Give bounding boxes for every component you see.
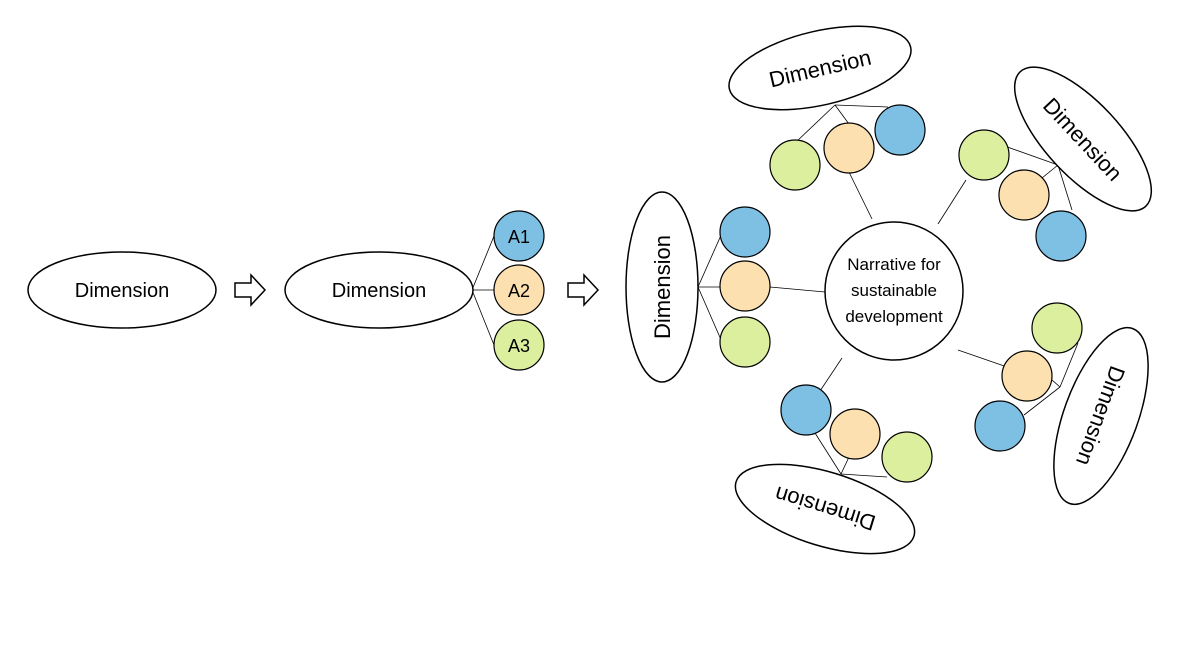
attribute-circle — [719, 260, 771, 312]
stage3: Narrative for sustainable development Di… — [625, 25, 1153, 555]
attribute-circle — [874, 104, 926, 156]
hollow-right-arrow-icon — [567, 273, 600, 307]
connector-line — [697, 286, 723, 343]
dimension-ellipse — [1053, 326, 1149, 506]
connector-line — [1051, 379, 1061, 388]
stage1: Dimension — [27, 251, 217, 329]
attribute-circle — [769, 139, 821, 191]
connector-line — [840, 456, 850, 475]
connector-line — [697, 232, 723, 288]
connector-line — [1023, 386, 1061, 416]
attribute-circle — [958, 129, 1010, 181]
dimension-bottom: Dimension — [734, 463, 916, 555]
connector-line — [794, 104, 836, 144]
connector-line — [847, 169, 873, 220]
attribute-circle — [780, 384, 832, 436]
attribute-a1-label: A1 — [508, 227, 530, 247]
connector-line — [1041, 164, 1059, 179]
attribute-circle — [974, 400, 1026, 452]
attribute-a3-circle — [493, 319, 545, 371]
attribute-circle — [1001, 350, 1053, 402]
dimension-bottom-right: Dimension — [1053, 326, 1149, 506]
attribute-circle — [881, 431, 933, 483]
attribute-circle — [719, 206, 771, 258]
connector-line — [471, 289, 495, 346]
dimension-ellipse — [625, 191, 699, 383]
dimension-ellipse — [734, 463, 916, 555]
hollow-right-arrow-icon — [234, 273, 267, 307]
dimension-ellipse — [1013, 66, 1153, 212]
dimension-label: Dimension — [650, 235, 675, 339]
attribute-circle — [829, 408, 881, 460]
connector-line — [471, 235, 495, 291]
attribute-a3-label: A3 — [508, 336, 530, 356]
connector-line — [957, 349, 1011, 369]
dimension-ellipse — [728, 25, 912, 111]
attribute-circle — [1031, 302, 1083, 354]
stage2-dimension-label: Dimension — [332, 280, 426, 302]
attribute-a2-circle — [493, 264, 545, 316]
attribute-circle — [823, 122, 875, 174]
attribute-a2-label: A2 — [508, 281, 530, 301]
attribute-circle — [1035, 210, 1087, 262]
center-label-line1: Narrative for — [847, 255, 941, 274]
connector-line — [834, 104, 850, 125]
stage1-dimension-ellipse — [27, 251, 217, 329]
dimension-top: Dimension — [728, 25, 912, 111]
stage2-dimension-ellipse — [284, 251, 474, 329]
attribute-circle — [998, 169, 1050, 221]
connector-line — [1057, 164, 1073, 211]
connector-line — [840, 473, 888, 478]
stage2: Dimension A1 A2 A3 — [284, 210, 545, 371]
center-narrative-circle — [824, 221, 964, 361]
connector-line — [814, 432, 842, 475]
stage1-dimension-label: Dimension — [75, 280, 169, 302]
connector-line — [1059, 342, 1079, 388]
connector-line — [769, 286, 826, 293]
attribute-circle — [719, 316, 771, 368]
attribute-a1-circle — [493, 210, 545, 262]
connector-line — [834, 104, 889, 108]
dimension-left: Dimension — [625, 191, 699, 383]
center-label-line2: sustainable — [851, 281, 937, 300]
connector-line — [937, 179, 967, 225]
center-label-line3: development — [845, 307, 943, 326]
